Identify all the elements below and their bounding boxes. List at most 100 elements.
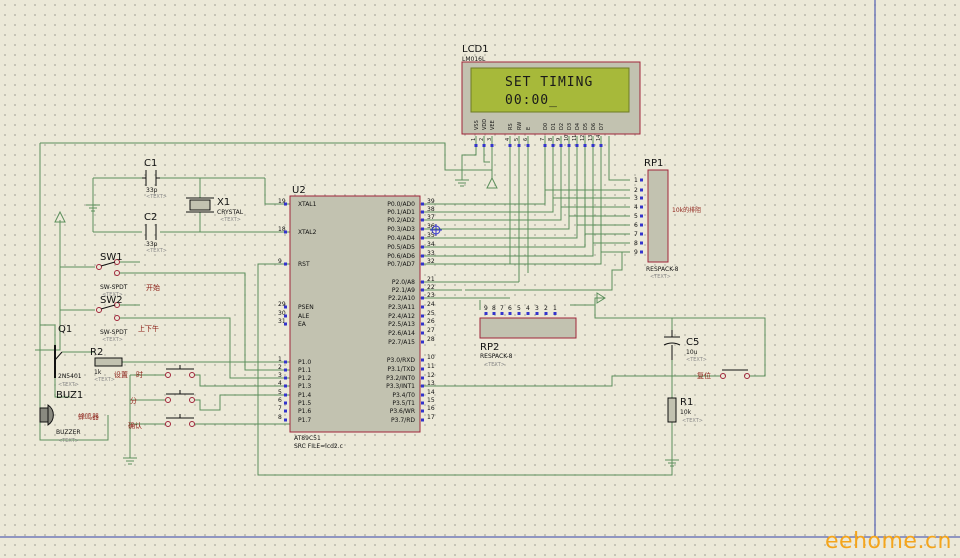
mcu-pin-number: 11 [427, 363, 435, 370]
lcd-pin-number: 14 [596, 135, 602, 141]
mcu-pin-name: P0.2/AD2 [387, 217, 415, 224]
mcu-pin-name: P3.0/RXD [387, 357, 415, 364]
mcu-pin-name: P0.1/AD1 [387, 209, 415, 216]
mcu-pin-number: 32 [427, 258, 435, 265]
capacitor-c1 [142, 170, 160, 186]
sw2-ref: SW2 [100, 295, 123, 306]
button-label: 分 [130, 396, 137, 405]
mcu-pin-name: P2.7/A15 [388, 339, 415, 346]
rp2-type: RESPACK-8 [480, 353, 513, 360]
mcu-pin-name: P2.6/A14 [388, 330, 415, 337]
lcd-pin-name: D4 [575, 123, 581, 130]
q1-text: <TEXT> [58, 382, 79, 388]
lcd-pin-name: VSS [474, 120, 480, 130]
mcu-pin-name: P0.7/AD7 [387, 261, 415, 268]
pin-marker [284, 360, 287, 364]
mcu-pin-number: 34 [427, 241, 435, 248]
pin-marker [421, 376, 424, 380]
mcu-pin-name: P3.7/RD [391, 417, 415, 424]
push-button[interactable] [165, 365, 195, 378]
mcu-pin-number: 37 [427, 214, 435, 221]
buz1-label: 蜂鸣器 [78, 412, 99, 421]
c1-value: 33p [146, 187, 158, 194]
lcd-pin-number: 3 [487, 138, 493, 141]
mcu-pin-number: 31 [278, 318, 286, 325]
rp1-pin-number: 2 [634, 187, 638, 194]
sw2-text: <TEXT> [102, 337, 123, 343]
pin-marker [583, 144, 587, 147]
lcd-part: LM016L [462, 56, 486, 63]
lcd-pin-name: VDD [482, 119, 488, 130]
mcu-u2: U2 XTAL119XTAL218RST9PSEN29ALE30EA31P1.0… [278, 185, 435, 450]
pin-marker [421, 227, 424, 231]
mcu-pin-number: 29 [278, 301, 286, 308]
pin-marker [284, 262, 287, 266]
sw2-type: SW-SPDT [100, 329, 128, 336]
lcd-pin-number: 12 [580, 135, 586, 141]
watermark: eehome.cn [825, 529, 952, 554]
rp2-pin-number: 9 [484, 305, 488, 312]
reset-label: 复位 [697, 371, 711, 380]
switch-sw1[interactable] [96, 259, 120, 276]
c5-text: <TEXT> [686, 357, 707, 363]
mcu-pin-name: P1.3 [298, 383, 311, 390]
mcu-pin-number: 16 [427, 405, 435, 412]
mcu-pin-number: 28 [427, 336, 435, 343]
pin-marker [640, 214, 643, 218]
pin-marker [284, 384, 287, 388]
pin-marker [284, 418, 287, 422]
mcu-pin-number: 36 [427, 223, 435, 230]
pin-marker [284, 409, 287, 413]
push-button[interactable] [165, 414, 195, 427]
pin-marker [500, 312, 504, 315]
pin-marker [517, 144, 521, 147]
pin-marker [517, 312, 521, 315]
reset-button[interactable] [720, 369, 750, 379]
rp1-text: <TEXT> [650, 274, 671, 280]
pin-marker [421, 245, 424, 249]
mcu-pin-name: P0.5/AD5 [387, 244, 415, 251]
pin-marker [421, 418, 424, 422]
rp2-pin-number: 5 [517, 305, 521, 312]
pin-marker [421, 202, 424, 206]
lcd-pin-number: 8 [548, 138, 554, 141]
mcu-pin-name: XTAL1 [298, 201, 317, 208]
pin-marker [544, 312, 548, 315]
mcu-pin-name: P1.0 [298, 359, 311, 366]
rp2-text: <TEXT> [484, 362, 505, 368]
mcu-pin-name: ALE [298, 313, 309, 320]
mcu-pin-name: P2.4/A12 [388, 313, 415, 320]
pin-marker [421, 288, 424, 292]
lcd-pin-number: 6 [523, 138, 529, 141]
pin-marker [543, 144, 547, 147]
pin-marker [492, 312, 496, 315]
pin-marker [640, 250, 643, 254]
lcd-ref: LCD1 [462, 44, 489, 55]
lcd-pin-number: 7 [540, 138, 546, 141]
mcu-source: SRC FILE=lcd2.c [294, 443, 343, 450]
lcd-pin-number: 13 [588, 135, 594, 141]
pin-marker [474, 144, 478, 147]
switch-sw2[interactable] [96, 302, 120, 321]
mcu-pin-number: 17 [427, 414, 435, 421]
mcu-pin-number: 1 [278, 356, 282, 363]
sw1-label: 开始 [146, 283, 160, 292]
lcd-pin-name: D3 [567, 123, 573, 130]
pin-marker [640, 223, 643, 227]
pin-marker [421, 358, 424, 362]
rp1-pin-number: 9 [634, 249, 638, 256]
c5-ref: C5 [686, 337, 699, 348]
mcu-pin-number: 35 [427, 232, 435, 239]
mcu-pin-name: P2.3/A11 [388, 304, 415, 311]
mcu-pin-name: P1.7 [298, 417, 311, 424]
mcu-pin-number: 21 [427, 276, 435, 283]
pin-marker [284, 230, 287, 234]
r1-ref: R1 [680, 397, 693, 408]
push-button[interactable] [165, 390, 195, 403]
lcd-pin-name: D1 [551, 123, 557, 130]
q1-value: 2N5401 [58, 373, 82, 380]
rp2-pin-number: 6 [508, 305, 512, 312]
pin-marker [284, 368, 287, 372]
mcu-pin-number: 5 [278, 389, 282, 396]
pin-marker [284, 305, 287, 309]
